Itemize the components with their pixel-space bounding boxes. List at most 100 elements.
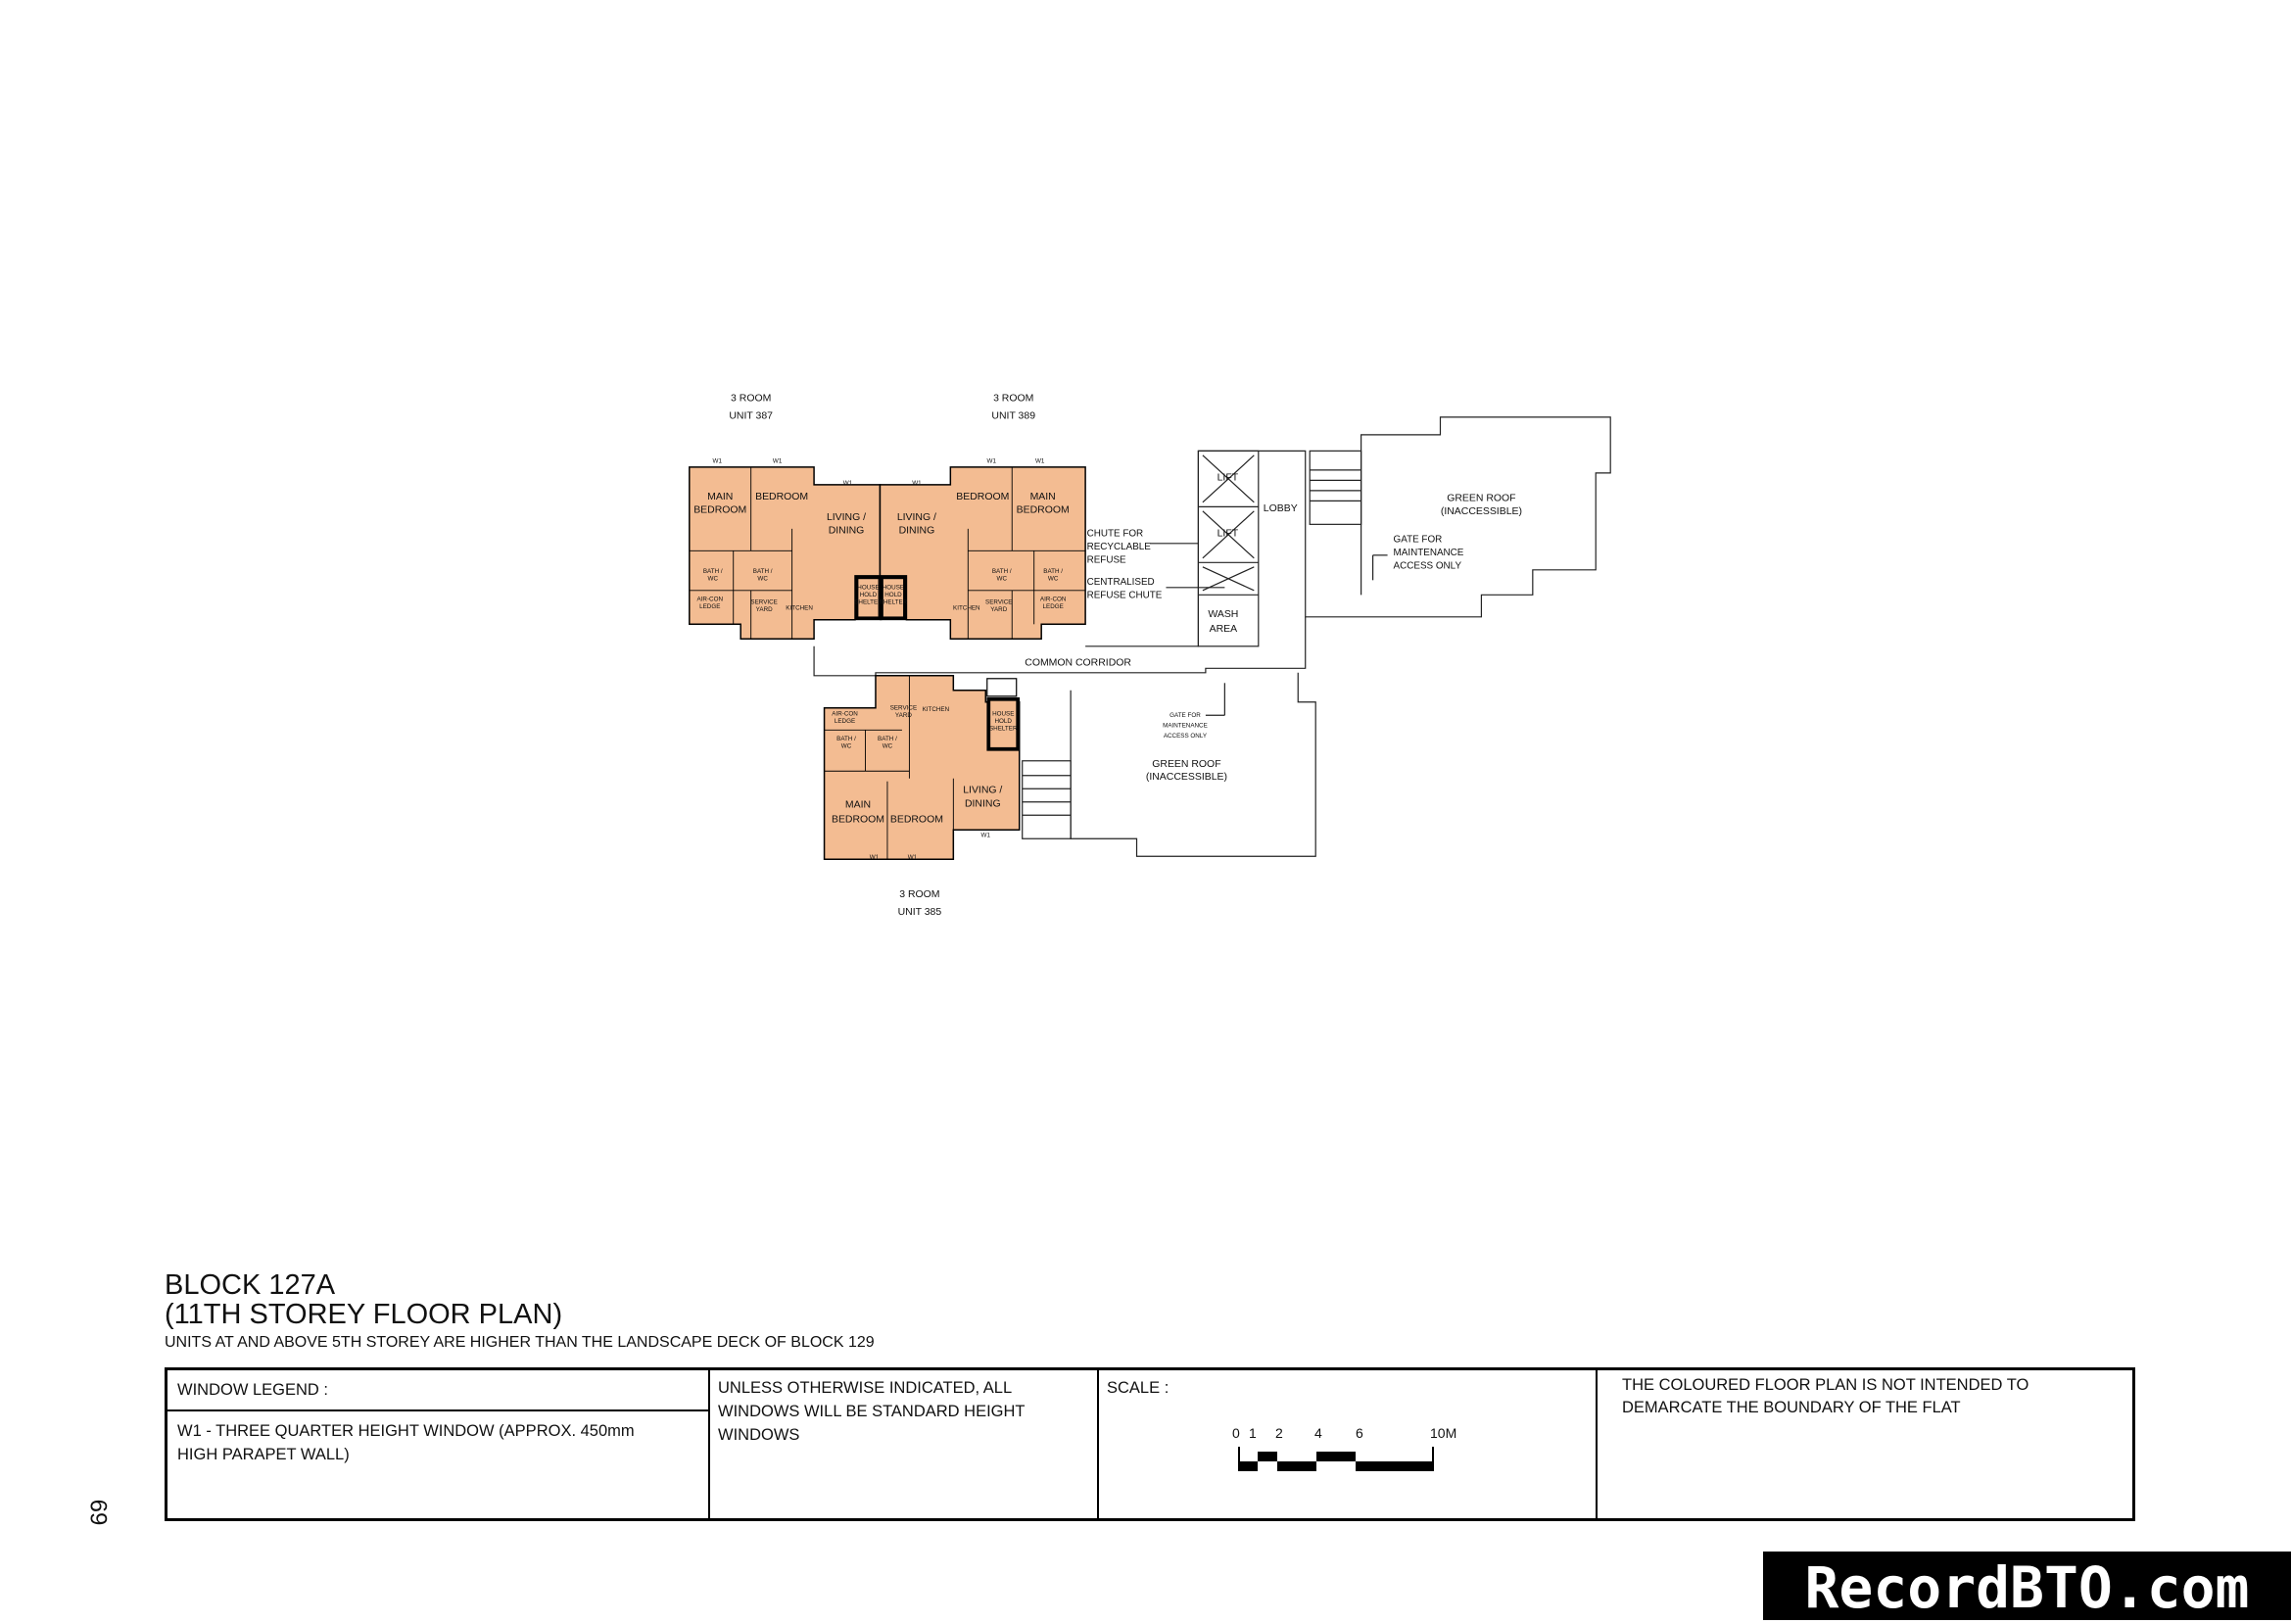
svg-text:GATE FOR: GATE FOR [1169,712,1201,719]
storey-note: UNITS AT AND ABOVE 5TH STOREY ARE HIGHER… [165,1334,875,1351]
svg-text:W1: W1 [987,457,997,464]
svg-text:W1: W1 [1035,457,1045,464]
scale-tick: 1 [1249,1425,1257,1441]
svg-text:MAINTENANCE: MAINTENANCE [1394,548,1464,558]
svg-text:KITCHEN: KITCHEN [923,706,950,713]
shelter-385 [986,696,1021,751]
svg-text:BEDROOM: BEDROOM [890,815,943,826]
svg-text:WC: WC [757,575,768,582]
svg-text:DINING: DINING [965,798,1001,809]
svg-text:BEDROOM: BEDROOM [1017,504,1070,515]
svg-text:W1: W1 [870,854,880,861]
svg-text:COMMON CORRIDOR: COMMON CORRIDOR [1025,657,1131,668]
window-legend-heading: WINDOW LEGEND : [177,1381,329,1399]
scale-tick: 6 [1356,1425,1363,1441]
stair-upper [1309,450,1362,525]
svg-text:GREEN ROOF: GREEN ROOF [1152,759,1220,770]
svg-text:BEDROOM: BEDROOM [755,492,808,502]
svg-text:LEDGE: LEDGE [699,603,720,610]
standard-windows-note: UNLESS OTHERWISE INDICATED, ALL WINDOWS … [718,1379,1026,1444]
svg-text:WC: WC [997,575,1008,582]
column-divider [1596,1370,1598,1518]
svg-text:W1: W1 [773,457,783,464]
svg-text:BATH /: BATH / [878,736,897,742]
svg-text:MAIN: MAIN [707,492,733,502]
watermark: RecordBTO.com [1763,1552,2291,1621]
svg-text:AIR-CON: AIR-CON [832,710,858,717]
unit-387-type: 3 ROOM [731,393,771,404]
svg-text:ACCESS ONLY: ACCESS ONLY [1394,560,1462,571]
svg-text:(INACCESSIBLE): (INACCESSIBLE) [1441,506,1522,517]
svg-text:BEDROOM: BEDROOM [832,815,884,826]
svg-text:AREA: AREA [1210,624,1238,635]
unit-385 [823,675,1021,860]
svg-text:SHELTER: SHELTER [854,598,883,605]
svg-text:DINING: DINING [829,525,865,536]
svg-text:REFUSE CHUTE: REFUSE CHUTE [1087,590,1163,600]
svg-text:CENTRALISED: CENTRALISED [1087,577,1155,588]
svg-text:HOUSE: HOUSE [857,584,879,591]
svg-text:LEDGE: LEDGE [835,718,855,725]
svg-text:WC: WC [841,742,852,749]
svg-text:W1: W1 [912,480,922,487]
svg-text:SHELTER: SHELTER [880,598,908,605]
corridor-outline [1085,416,1611,647]
storey-title: (11TH STOREY FLOOR PLAN) [165,1299,563,1330]
svg-text:HOLD: HOLD [884,592,902,598]
svg-text:YARD: YARD [990,606,1007,613]
unit-385-number: UNIT 385 [898,907,942,918]
svg-text:MAIN: MAIN [845,800,871,811]
svg-text:CHUTE FOR: CHUTE FOR [1087,528,1144,539]
svg-text:SERVICE: SERVICE [750,598,777,605]
svg-text:AIR-CON: AIR-CON [697,596,724,602]
svg-text:MAIN: MAIN [1030,492,1056,502]
svg-text:W1: W1 [713,457,723,464]
w1-legend: W1 - THREE QUARTER HEIGHT WINDOW (APPROX… [177,1422,635,1463]
unit-385-type: 3 ROOM [899,889,939,900]
svg-text:BATH /: BATH / [753,568,773,575]
shelter-389 [880,575,907,621]
svg-text:BATH /: BATH / [1043,568,1063,575]
disclaimer: THE COLOURED FLOOR PLAN IS NOT INTENDED … [1622,1376,2029,1416]
svg-text:HOLD: HOLD [995,718,1013,725]
svg-text:LIFT: LIFT [1217,472,1239,483]
svg-text:HOLD: HOLD [860,592,878,598]
svg-text:(INACCESSIBLE): (INACCESSIBLE) [1146,772,1227,783]
legend-table: WINDOW LEGEND : W1 - THREE QUARTER HEIGH… [165,1367,2135,1521]
column-divider [708,1370,710,1518]
svg-text:BEDROOM: BEDROOM [956,492,1009,502]
svg-text:DINING: DINING [899,525,935,536]
svg-text:SHELTER: SHELTER [989,725,1018,732]
scale-bar: 0 1 2 4 6 10M [1229,1425,1464,1484]
svg-text:HOUSE: HOUSE [883,584,904,591]
scale-tick: 4 [1314,1425,1322,1441]
svg-text:KITCHEN: KITCHEN [786,604,813,611]
svg-text:SERVICE: SERVICE [985,598,1012,605]
svg-text:HOUSE: HOUSE [992,710,1014,717]
svg-text:W1: W1 [843,480,853,487]
legend-divider [167,1409,710,1411]
svg-text:LOBBY: LOBBY [1264,503,1298,514]
svg-text:LIFT: LIFT [1217,528,1239,539]
svg-text:LIVING /: LIVING / [963,786,1002,796]
svg-text:ACCESS ONLY: ACCESS ONLY [1164,733,1208,740]
stair-lower [1022,760,1072,839]
svg-text:GREEN ROOF: GREEN ROOF [1447,493,1515,503]
svg-text:BATH /: BATH / [703,568,723,575]
lift-core [1197,450,1260,647]
page-number: 69 [84,1499,112,1526]
svg-text:SERVICE: SERVICE [890,704,917,711]
svg-text:YARD: YARD [756,606,773,613]
block-title: BLOCK 127A [165,1269,336,1301]
scale-tick: 2 [1275,1425,1283,1441]
svg-text:WASH: WASH [1208,609,1238,620]
svg-text:WC: WC [708,575,719,582]
svg-text:BATH /: BATH / [836,736,856,742]
svg-text:LIVING /: LIVING / [897,512,936,523]
green-roof-lower [1070,672,1316,857]
svg-text:BATH /: BATH / [992,568,1012,575]
